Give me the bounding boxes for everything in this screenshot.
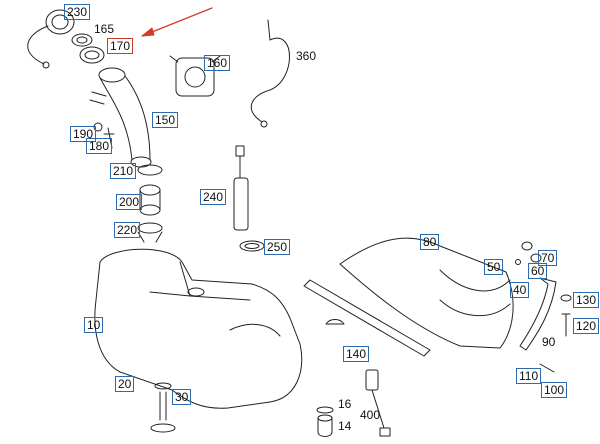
mounting-strip bbox=[303, 279, 431, 357]
callout-60[interactable]: 60 bbox=[528, 263, 548, 279]
callout-230[interactable]: 230 bbox=[64, 4, 91, 20]
callout-50[interactable]: 50 bbox=[484, 259, 504, 275]
sender-unit bbox=[233, 145, 265, 252]
callout-160[interactable]: 160 bbox=[204, 55, 231, 71]
callout-170[interactable]: 170 bbox=[107, 38, 134, 54]
callout-10[interactable]: 10 bbox=[84, 317, 104, 333]
grommet-and-cap bbox=[316, 406, 334, 437]
callout-110[interactable]: 110 bbox=[516, 368, 542, 384]
drain-plug bbox=[150, 382, 176, 433]
sensor-harness bbox=[365, 369, 391, 437]
callout-400[interactable]: 400 bbox=[360, 408, 381, 422]
tank-strap bbox=[515, 241, 572, 373]
callout-14[interactable]: 14 bbox=[338, 419, 352, 433]
callout-240[interactable]: 240 bbox=[200, 189, 227, 205]
callout-220[interactable]: 220 bbox=[114, 222, 141, 238]
callout-150[interactable]: 150 bbox=[152, 112, 179, 128]
highlight-arrow bbox=[141, 7, 213, 37]
callout-80[interactable]: 80 bbox=[420, 234, 440, 250]
vent-line bbox=[250, 19, 290, 128]
callout-20[interactable]: 20 bbox=[115, 376, 135, 392]
valve-block bbox=[169, 55, 221, 97]
fuel-tank bbox=[94, 248, 303, 409]
callout-140[interactable]: 140 bbox=[343, 346, 370, 362]
callout-250[interactable]: 250 bbox=[264, 239, 291, 255]
filler-neck bbox=[89, 67, 152, 168]
callout-30[interactable]: 30 bbox=[172, 389, 192, 405]
callout-70[interactable]: 70 bbox=[538, 250, 558, 266]
callout-210[interactable]: 210 bbox=[110, 163, 137, 179]
callout-130[interactable]: 130 bbox=[573, 292, 600, 308]
callout-120[interactable]: 120 bbox=[573, 318, 600, 334]
callout-100[interactable]: 100 bbox=[541, 382, 568, 398]
callout-200[interactable]: 200 bbox=[116, 194, 143, 210]
hose-and-clamps bbox=[137, 164, 163, 243]
callout-40[interactable]: 40 bbox=[510, 282, 530, 298]
fuel-cap bbox=[27, 9, 75, 69]
skid-plate bbox=[339, 237, 514, 349]
callout-90[interactable]: 90 bbox=[542, 335, 556, 349]
callout-165[interactable]: 165 bbox=[94, 22, 115, 36]
seal-rings bbox=[71, 33, 105, 64]
callout-360[interactable]: 360 bbox=[296, 49, 317, 63]
callout-16[interactable]: 16 bbox=[338, 397, 352, 411]
callout-180[interactable]: 180 bbox=[86, 138, 113, 154]
callout-190[interactable]: 190 bbox=[70, 126, 97, 142]
